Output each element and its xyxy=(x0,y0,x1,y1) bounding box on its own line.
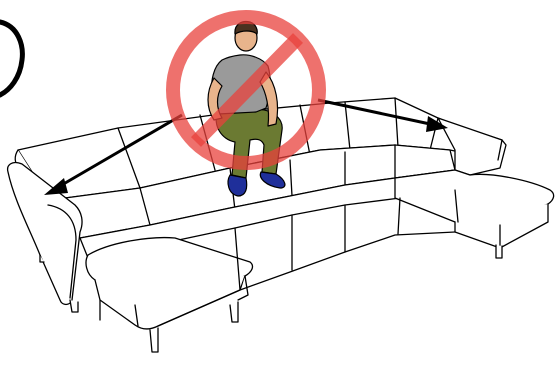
cropped-circle-icon xyxy=(0,22,22,95)
right-chaise xyxy=(395,170,554,258)
